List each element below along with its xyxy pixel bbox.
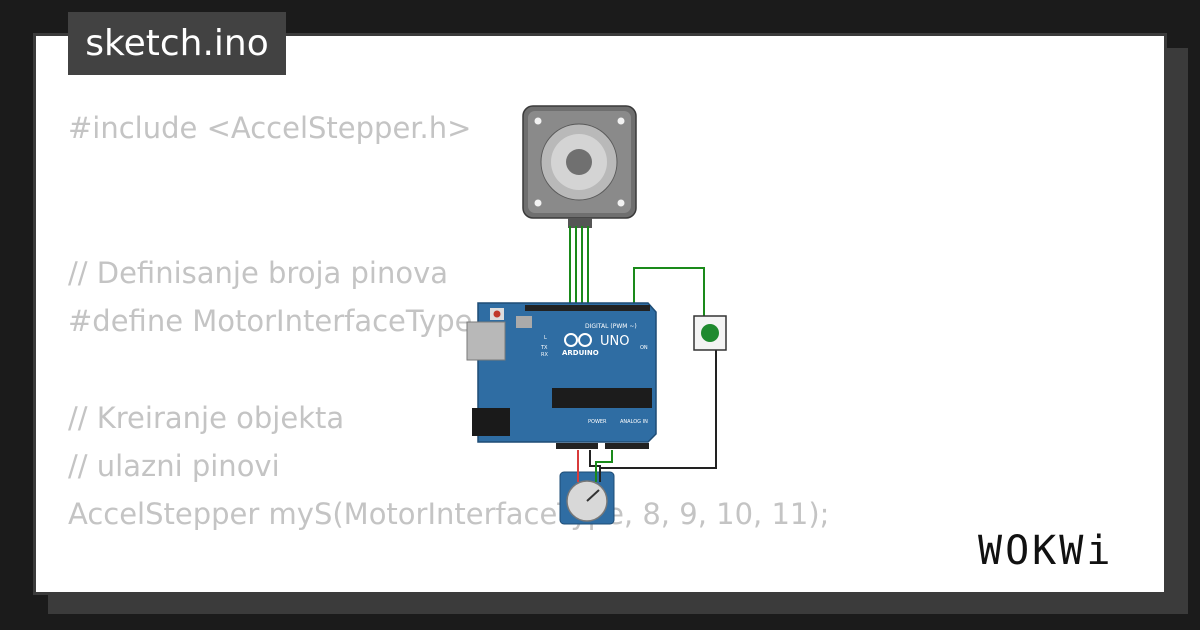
potentiometer[interactable]: [559, 471, 615, 525]
motor-wires: [569, 226, 589, 305]
arduino-uno-board[interactable]: DIGITAL (PWM ~) UNO ARDUINO ON L TX RX P…: [466, 302, 657, 449]
digital-label: DIGITAL (PWM ~): [585, 323, 637, 330]
usb-port: [466, 321, 506, 361]
power-label: POWER: [588, 419, 607, 425]
button-cap[interactable]: [701, 324, 719, 342]
power-jack: [472, 408, 510, 436]
pushbutton[interactable]: [693, 315, 727, 351]
code-line: #include <AccelStepper.h>: [68, 111, 472, 145]
board-brand: ARDUINO: [562, 349, 599, 357]
project-title[interactable]: sketch.ino: [68, 12, 286, 75]
analog-header: [605, 443, 649, 449]
l-label: L: [544, 335, 547, 341]
analog-label: ANALOG IN: [620, 419, 648, 425]
board-model: UNO: [600, 334, 629, 349]
microcontroller-chip: [552, 388, 652, 408]
on-label: ON: [640, 345, 648, 351]
arduino-logo-icon: [564, 333, 592, 347]
stepper-motor[interactable]: [522, 105, 637, 228]
potentiometer-wires: [577, 450, 613, 482]
wokwi-logo: WOKWi: [978, 528, 1114, 574]
code-background: #include <AccelStepper.h> // Definisanje…: [68, 104, 829, 592]
digital-header: [525, 305, 650, 311]
reset-button-cap: [493, 310, 501, 318]
tx-label: TX: [540, 345, 548, 351]
rx-label: RX: [541, 352, 548, 358]
code-line: // Definisanje broja pinova: [68, 255, 449, 290]
power-header: [556, 443, 598, 449]
code-line: // ulazni pinovi: [68, 449, 280, 484]
code-line: // Kreiranje objekta: [68, 400, 345, 435]
button-wire: [633, 267, 705, 320]
icsp-header: [516, 316, 532, 328]
